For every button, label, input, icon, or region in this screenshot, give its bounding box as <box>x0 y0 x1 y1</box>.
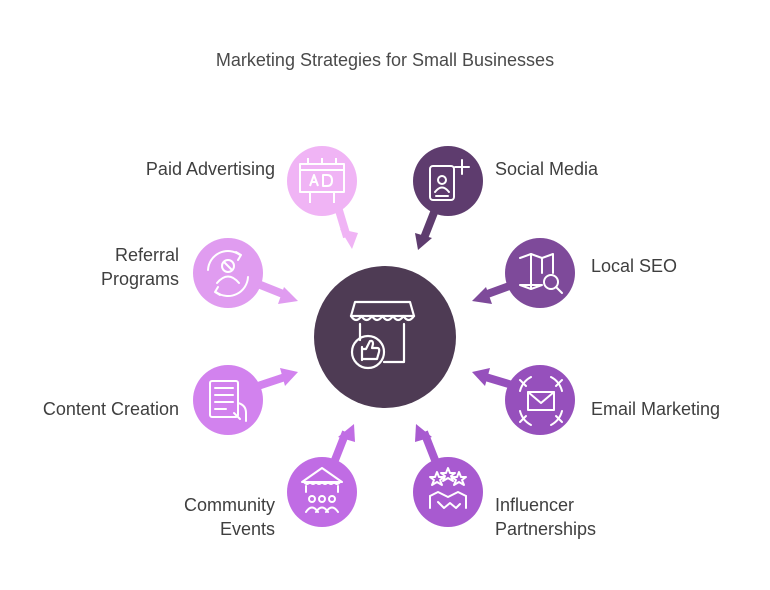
storefront-thumbs-up-icon <box>349 300 416 370</box>
tablet-hand-icon <box>209 380 247 422</box>
node-influencer-partnerships <box>413 457 483 527</box>
node-community-events <box>287 457 357 527</box>
label-line: Referral <box>114 245 179 265</box>
arrow-influencer-partnerships <box>415 424 439 462</box>
node-content-creation <box>193 365 263 435</box>
node-paid-advertising <box>287 146 357 216</box>
arrow-email-marketing <box>472 368 514 389</box>
profile-plus-icon <box>429 159 470 201</box>
label-email-marketing: Email Marketing <box>591 397 720 421</box>
arrows <box>256 205 514 462</box>
stars-handshake-icon <box>429 467 467 509</box>
arrow-referral-programs <box>256 280 298 304</box>
label-local-seo: Local SEO <box>591 254 677 278</box>
label-social-media: Social Media <box>495 157 598 181</box>
label-line: Community <box>183 495 275 515</box>
label-content-creation: Content Creation <box>43 397 179 421</box>
arrow-community-events <box>331 424 355 462</box>
node-referral-programs <box>193 238 263 308</box>
arrow-social-media <box>415 208 439 250</box>
label-community-events: Community Events <box>184 493 275 541</box>
arrow-local-seo <box>472 281 514 304</box>
node-social-media <box>413 146 483 216</box>
label-line: Social Media <box>495 159 599 179</box>
diagram-title: Marketing Strategies for Small Businesse… <box>215 50 555 70</box>
arrow-content-creation <box>256 368 298 390</box>
billboard-ad-icon <box>299 158 345 203</box>
label-line: Programs <box>100 269 179 289</box>
map-search-icon <box>519 253 563 294</box>
label-line: Email Marketing <box>591 399 721 419</box>
node-local-seo <box>505 238 575 308</box>
arrow-paid-advertising <box>334 205 358 249</box>
center-hub <box>314 266 456 408</box>
community-tent-icon <box>301 467 343 513</box>
label-line: Partnerships <box>495 519 597 539</box>
label-line: Events <box>219 519 275 539</box>
label-line: Influencer <box>495 495 575 515</box>
label-line: Paid Advertising <box>145 159 275 179</box>
referral-cycle-icon <box>207 250 249 297</box>
envelope-target-icon <box>519 376 563 426</box>
label-referral-programs: Referral Programs <box>101 243 179 291</box>
label-paid-advertising: Paid Advertising <box>146 157 275 181</box>
label-line: Local SEO <box>591 256 678 276</box>
label-influencer-partnerships: Influencer Partnerships <box>495 493 596 541</box>
node-email-marketing <box>505 365 575 435</box>
label-line: Content Creation <box>42 399 179 419</box>
